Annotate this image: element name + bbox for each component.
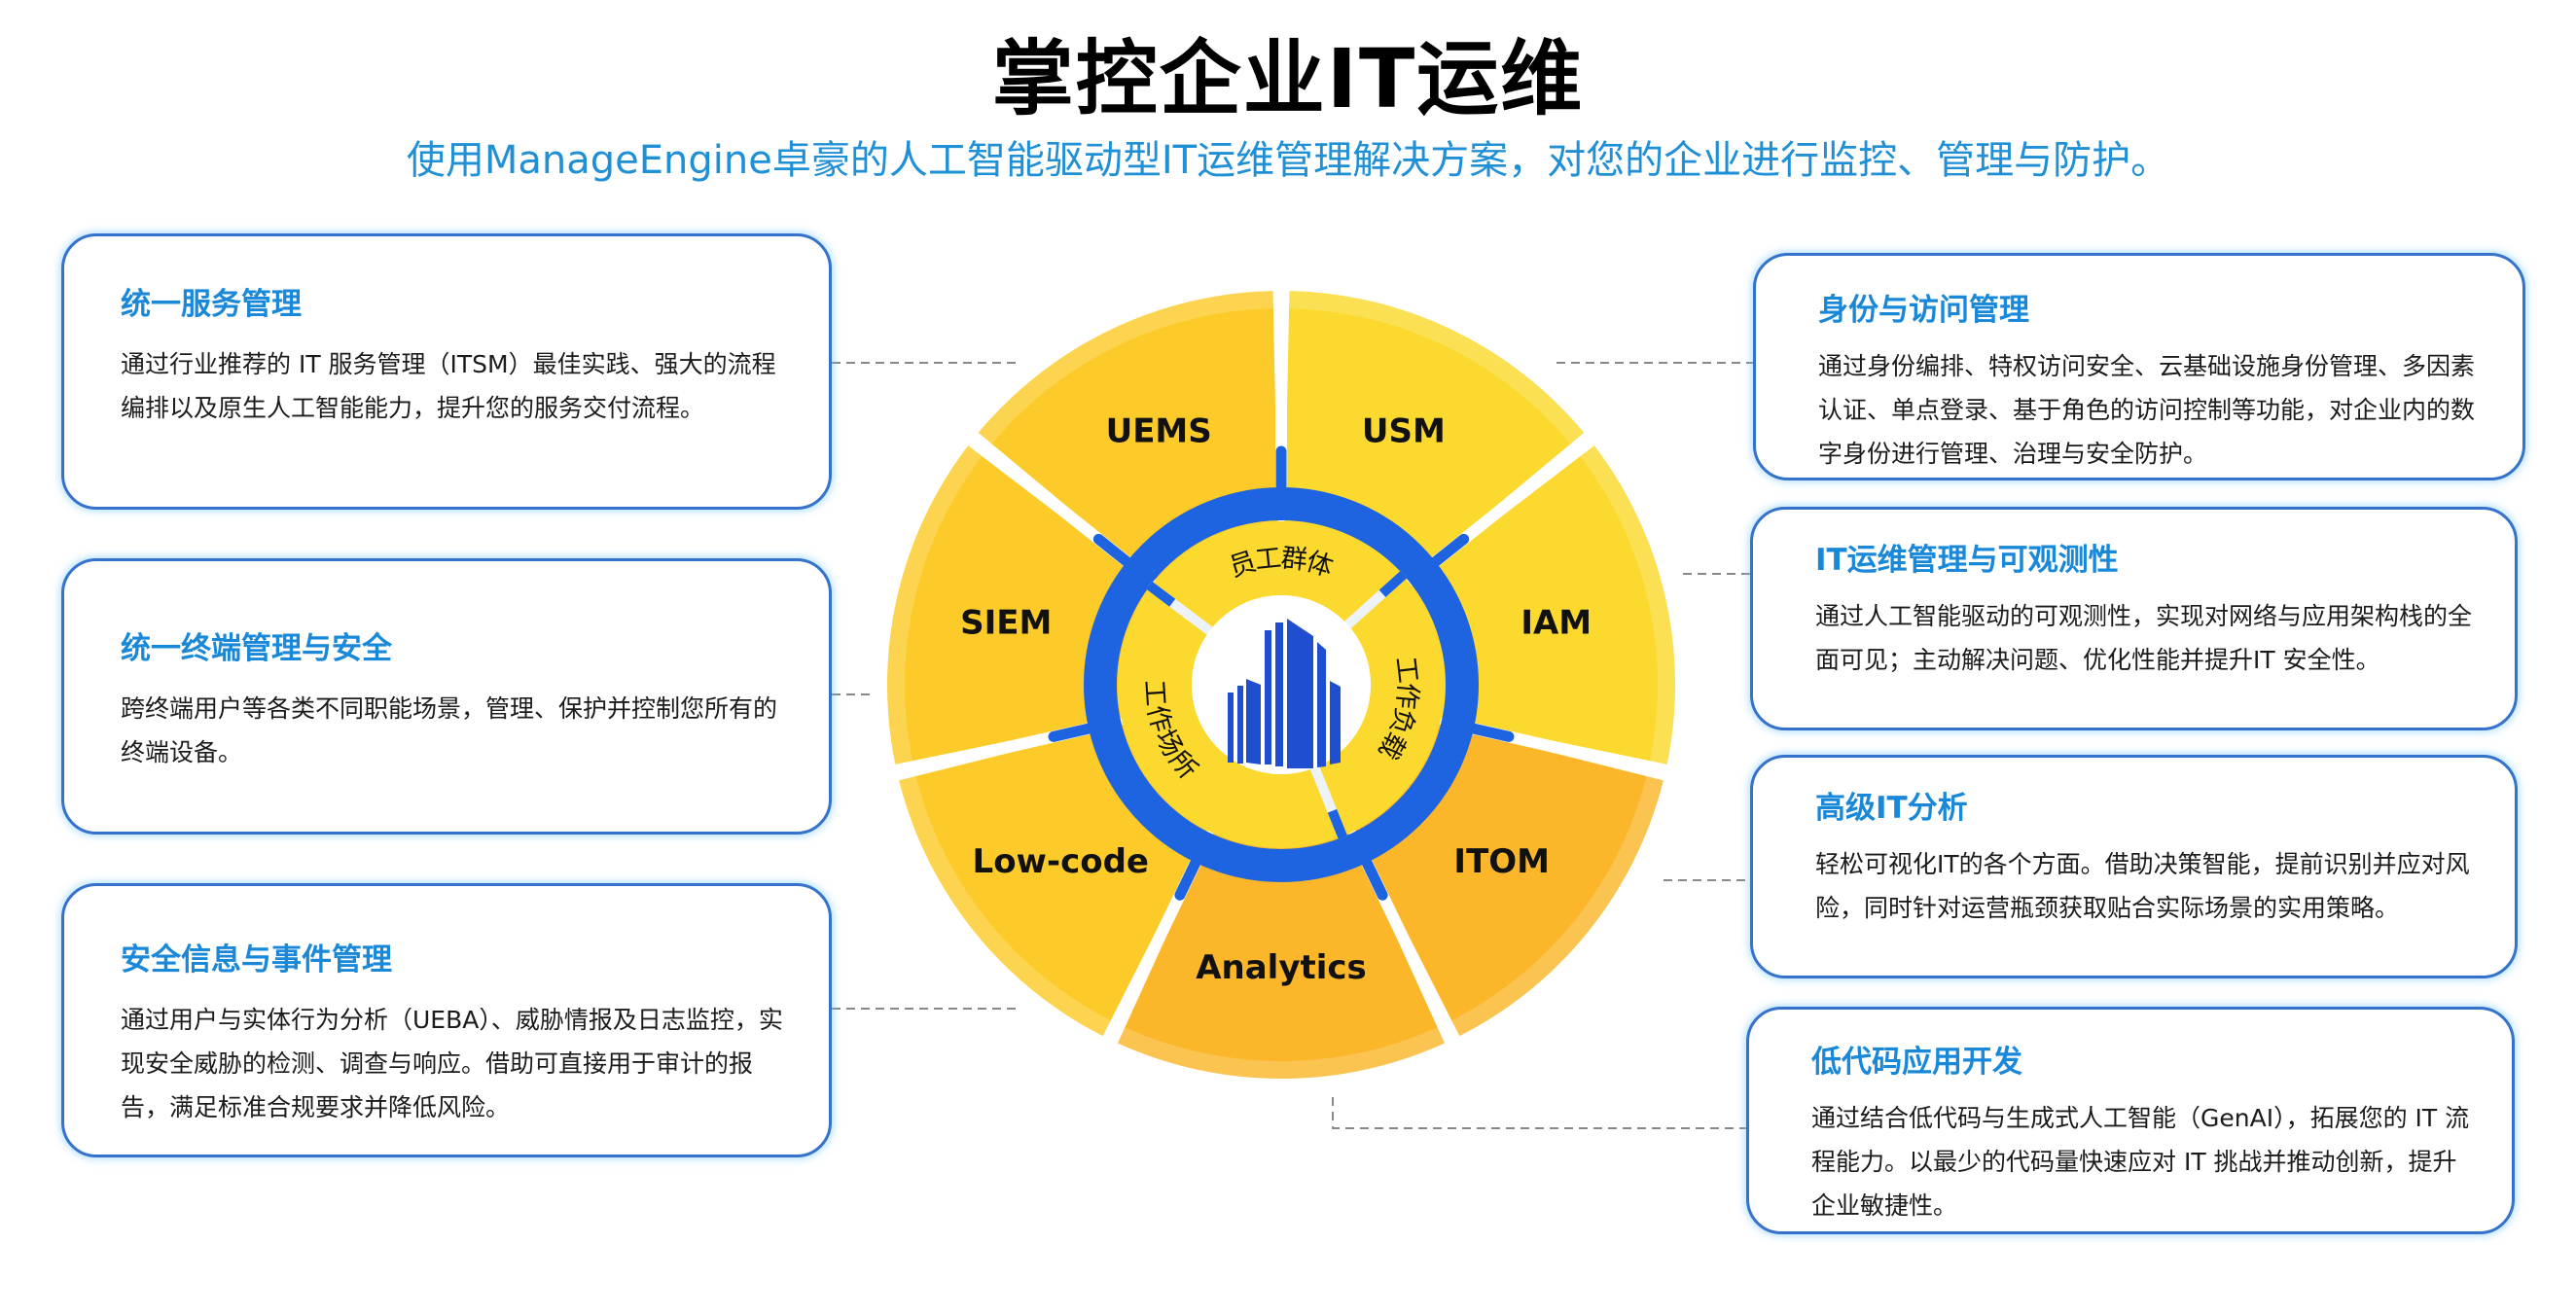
segment-label-lowcode: Low-code bbox=[973, 842, 1149, 881]
segment-label-uems: UEMS bbox=[1106, 412, 1212, 451]
page-title: 掌控企业IT运维 bbox=[991, 31, 1585, 126]
card-iam-body: 通过身份编排、特权访问安全、云基础设施身份管理、多因素认证、单点登录、基于角色的… bbox=[1818, 352, 2476, 468]
segment-rim-iam bbox=[1580, 445, 1675, 764]
card-usm-title: 统一服务管理 bbox=[121, 287, 302, 322]
card-lowcode-title: 低代码应用开发 bbox=[1811, 1045, 2022, 1080]
page-subtitle: 使用ManageEngine卓豪的人工智能驱动型IT运维管理解决方案，对您的企业… bbox=[406, 138, 2170, 183]
inner-segments bbox=[1118, 521, 1445, 848]
segment-rim-lowcode bbox=[899, 775, 1111, 1037]
card-itom-title: IT运维管理与可观测性 bbox=[1815, 543, 2119, 578]
inner-segment-workplace bbox=[1118, 589, 1339, 848]
card-itom: IT运维管理与可观测性 通过人工智能驱动的可观测性，实现对网络与应用架构栈的全面… bbox=[1750, 507, 2518, 730]
center-hub bbox=[1192, 595, 1371, 774]
card-uems-title: 统一终端管理与安全 bbox=[121, 631, 392, 666]
building-icon bbox=[1228, 619, 1341, 768]
inner-divider-stub bbox=[1378, 570, 1408, 598]
card-uems-body: 跨终端用户等各类不同职能场景，管理、保护并控制您所有的终端设备。 bbox=[121, 694, 778, 766]
blue-ring bbox=[1084, 487, 1479, 882]
card-analytics: 高级IT分析 轻松可视化IT的各个方面。借助决策智能，提前识别并应对风险，同时针… bbox=[1750, 755, 2518, 978]
card-analytics-body: 轻松可视化IT的各个方面。借助决策智能，提前识别并应对风险，同时针对运营瓶颈获取… bbox=[1815, 850, 2470, 922]
card-siem-body: 通过用户与实体行为分析（UEBA）、威胁情报及日志监控，实现安全威胁的检测、调查… bbox=[121, 1006, 783, 1121]
inner-divider-stub bbox=[1327, 808, 1348, 840]
card-iam: 身份与访问管理 通过身份编排、特权访问安全、云基础设施身份管理、多因素认证、单点… bbox=[1753, 253, 2525, 480]
connector-lines bbox=[832, 362, 1753, 1129]
inner-segment-workforce bbox=[1153, 521, 1400, 629]
segment-rim-usm bbox=[1289, 291, 1585, 444]
card-lowcode: 低代码应用开发 通过结合低代码与生成式人工智能（GenAI），拓展您的 IT 流… bbox=[1746, 1007, 2515, 1234]
segment-rim-itom bbox=[1451, 775, 1664, 1037]
card-usm: 统一服务管理 通过行业推荐的 IT 服务管理（ITSM）最佳实践、强大的流程编排… bbox=[61, 233, 832, 510]
segment-analytics bbox=[1117, 817, 1446, 1079]
blue-ring-band bbox=[1084, 487, 1479, 882]
segment-label-siem: SIEM bbox=[960, 603, 1052, 642]
card-analytics-title: 高级IT分析 bbox=[1815, 791, 1968, 826]
segment-label-iam: IAM bbox=[1521, 603, 1592, 642]
segment-label-analytics: Analytics bbox=[1196, 948, 1367, 987]
segment-label-usm: USM bbox=[1362, 412, 1446, 451]
card-usm-body: 通过行业推荐的 IT 服务管理（ITSM）最佳实践、强大的流程编排以及原生人工智… bbox=[121, 350, 776, 422]
segment-rim-analytics bbox=[1117, 1027, 1446, 1079]
inner-divider-stub bbox=[1146, 581, 1176, 607]
inner-segment-workload bbox=[1316, 578, 1445, 835]
connector-lowcode bbox=[1332, 1097, 1746, 1129]
segment-label-itom: ITOM bbox=[1453, 842, 1550, 881]
card-siem: 安全信息与事件管理 通过用户与实体行为分析（UEBA）、威胁情报及日志监控，实现… bbox=[61, 883, 832, 1157]
segment-rim-siem bbox=[887, 445, 983, 764]
card-uems: 统一终端管理与安全 跨终端用户等各类不同职能场景，管理、保护并控制您所有的终端设… bbox=[61, 558, 832, 835]
card-iam-title: 身份与访问管理 bbox=[1818, 293, 2029, 328]
card-lowcode-body: 通过结合低代码与生成式人工智能（GenAI），拓展您的 IT 流程能力。以最少的… bbox=[1811, 1104, 2470, 1220]
card-itom-body: 通过人工智能驱动的可观测性，实现对网络与应用架构栈的全面可见；主动解决问题、优化… bbox=[1815, 602, 2473, 674]
card-siem-title: 安全信息与事件管理 bbox=[121, 942, 392, 977]
segment-rim-uems bbox=[978, 291, 1273, 444]
